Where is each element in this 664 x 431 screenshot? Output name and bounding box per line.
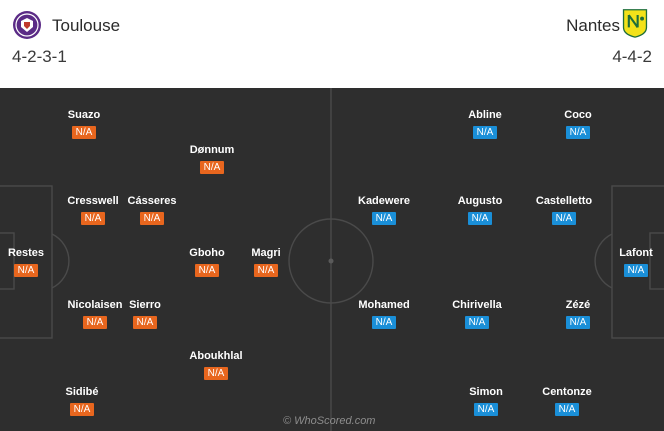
player-card-lafont[interactable]: Lafont N/A	[591, 247, 664, 278]
player-name: Simon	[469, 386, 503, 398]
player-card-abline[interactable]: Abline N/A	[440, 109, 530, 140]
player-card-restes[interactable]: Restes N/A	[0, 247, 71, 278]
player-name: Augusto	[457, 195, 503, 207]
player-rating-badge: N/A	[623, 264, 649, 277]
player-rating-badge: N/A	[253, 264, 279, 277]
player-name: Kadewere	[358, 195, 410, 207]
player-card-casseres[interactable]: Cásseres N/A	[107, 195, 197, 226]
player-name: Restes	[7, 247, 45, 259]
player-card-nicolaisen[interactable]: Nicolaisen N/A	[50, 299, 140, 330]
player-name: Lafont	[619, 247, 653, 259]
player-card-sierro[interactable]: Sierro N/A	[100, 299, 190, 330]
player-rating-badge: N/A	[472, 126, 498, 139]
whoscored-watermark: © WhoScored.com	[283, 415, 376, 427]
player-rating-badge: N/A	[371, 212, 397, 225]
away-team-name: Nantes	[566, 16, 620, 35]
player-rating-badge: N/A	[467, 212, 493, 225]
player-rating-badge: N/A	[194, 264, 220, 277]
player-card-magri[interactable]: Magri N/A	[221, 247, 311, 278]
player-rating-badge: N/A	[71, 126, 97, 139]
pitch: Suazo N/A Dønnum N/A Cresswell N/A Cásse…	[0, 88, 664, 431]
player-name: Castelletto	[535, 195, 593, 207]
player-rating-badge: N/A	[551, 212, 577, 225]
player-rating-badge: N/A	[554, 403, 580, 416]
player-rating-badge: N/A	[139, 212, 165, 225]
nantes-crest-icon	[622, 9, 648, 38]
home-team-name: Toulouse	[52, 16, 121, 35]
player-card-simon[interactable]: Simon N/A	[441, 386, 531, 417]
player-card-chirivella[interactable]: Chirivella N/A	[432, 299, 522, 330]
player-rating-badge: N/A	[132, 316, 158, 329]
player-card-coco[interactable]: Coco N/A	[533, 109, 623, 140]
player-card-cresswell[interactable]: Cresswell N/A	[48, 195, 138, 226]
toulouse-crest-icon	[13, 11, 41, 39]
player-rating-badge: N/A	[473, 403, 499, 416]
player-card-aboukhlal[interactable]: Aboukhlal N/A	[171, 350, 261, 381]
player-name: Chirivella	[452, 299, 502, 311]
player-name: Cásseres	[127, 195, 177, 207]
player-name: Dønnum	[189, 144, 235, 156]
player-rating-badge: N/A	[82, 316, 108, 329]
player-card-suazo[interactable]: Suazo N/A	[39, 109, 129, 140]
player-card-castelletto[interactable]: Castelletto N/A	[519, 195, 609, 226]
player-rating-badge: N/A	[565, 126, 591, 139]
player-name: Abline	[468, 109, 502, 121]
player-card-zeze[interactable]: Zézé N/A	[533, 299, 623, 330]
player-card-mohamed[interactable]: Mohamed N/A	[339, 299, 429, 330]
player-name: Centonze	[542, 386, 592, 398]
player-rating-badge: N/A	[80, 212, 106, 225]
player-card-donnum[interactable]: Dønnum N/A	[167, 144, 257, 175]
player-rating-badge: N/A	[371, 316, 397, 329]
home-formation: 4-2-3-1	[12, 47, 67, 66]
player-name: Magri	[251, 247, 281, 259]
player-card-kadewere[interactable]: Kadewere N/A	[339, 195, 429, 226]
player-name: Mohamed	[358, 299, 410, 311]
player-rating-badge: N/A	[203, 367, 229, 380]
player-rating-badge: N/A	[565, 316, 591, 329]
player-name: Cresswell	[67, 195, 119, 207]
match-header: Toulouse 4-2-3-1 Nantes 4-4-2	[0, 0, 664, 88]
away-formation: 4-4-2	[612, 47, 652, 66]
player-name: Sidibé	[65, 386, 99, 398]
player-card-augusto[interactable]: Augusto N/A	[435, 195, 525, 226]
player-name: Aboukhlal	[189, 350, 243, 362]
player-rating-badge: N/A	[69, 403, 95, 416]
player-name: Sierro	[129, 299, 161, 311]
player-rating-badge: N/A	[13, 264, 39, 277]
player-name: Suazo	[67, 109, 101, 121]
player-name: Nicolaisen	[67, 299, 123, 311]
player-name: Gboho	[189, 247, 225, 259]
player-card-sidibe[interactable]: Sidibé N/A	[37, 386, 127, 417]
pitch-lines	[0, 88, 664, 431]
player-rating-badge: N/A	[464, 316, 490, 329]
player-name: Coco	[564, 109, 592, 121]
player-card-gboho[interactable]: Gboho N/A	[162, 247, 252, 278]
player-card-centonze[interactable]: Centonze N/A	[522, 386, 612, 417]
player-rating-badge: N/A	[199, 161, 225, 174]
player-name: Zézé	[565, 299, 591, 311]
